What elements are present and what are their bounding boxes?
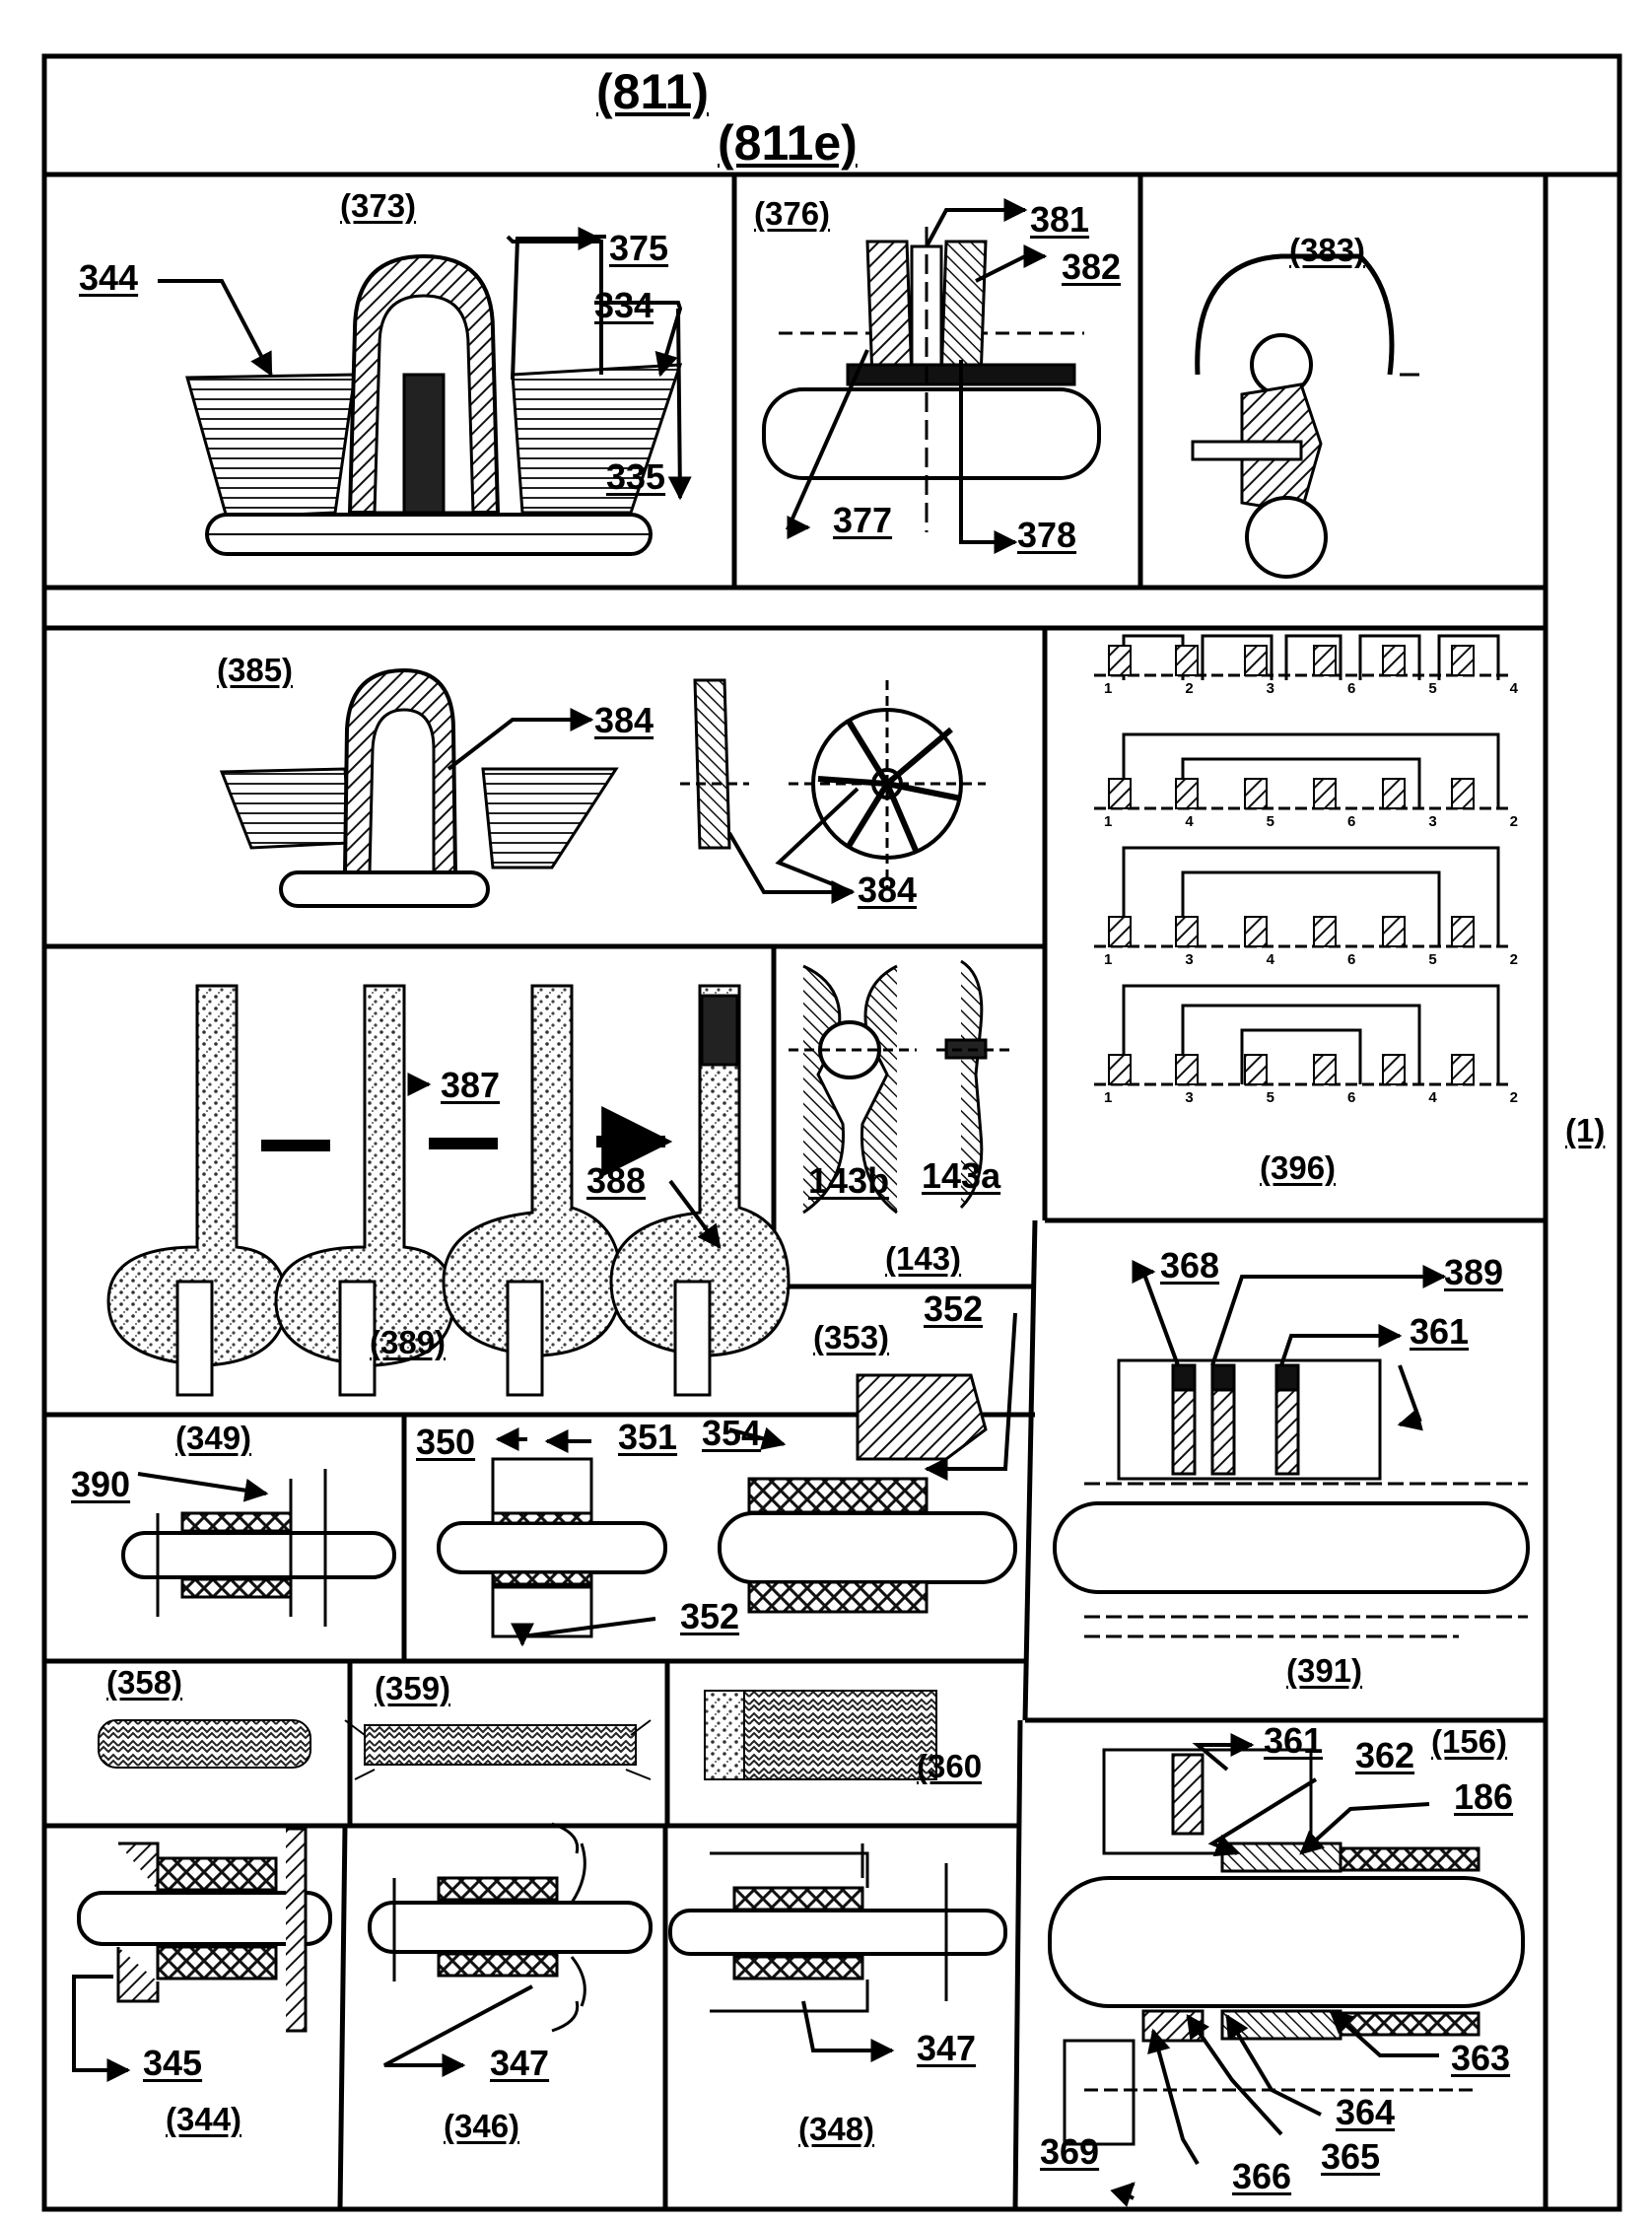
caption-396: (396) [1260,1151,1336,1184]
stage-number: 2 [1185,680,1193,697]
callout-354: 354 [702,1416,761,1451]
stage-number: 5 [1428,680,1436,697]
callout-361-a: 361 [1410,1314,1469,1350]
callout-365: 365 [1321,2139,1380,2175]
stage-number: 3 [1185,1089,1193,1106]
caption-143: (143) [885,1242,961,1275]
stage-number: 2 [1510,1089,1518,1106]
callout-381: 381 [1030,202,1089,238]
stage-number: 3 [1428,813,1436,830]
stage-number: 1 [1104,1089,1112,1106]
caption-156: (156) [1431,1725,1507,1758]
callout-387: 387 [441,1068,500,1103]
callout-377: 377 [833,503,892,538]
callout-347-a: 347 [490,2046,549,2081]
caption-373: (373) [340,189,416,222]
sheet-title-811: (811) [596,67,709,116]
callout-334: 334 [594,288,654,323]
stage-number: 5 [1267,1089,1274,1106]
stage-number: 6 [1347,951,1355,968]
stage-number: 4 [1185,813,1193,830]
callout-362: 362 [1355,1738,1414,1773]
callout-143a: 143a [922,1158,1000,1194]
caption-391: (391) [1286,1654,1362,1687]
callout-366: 366 [1232,2159,1291,2194]
caption-359: (359) [375,1672,450,1704]
stage-number: 1 [1104,813,1112,830]
stage-number: 6 [1347,680,1355,697]
stage-row-2: 1 4 5 6 3 2 [1104,813,1518,830]
callout-364: 364 [1336,2095,1395,2130]
stage-number: 4 [1267,951,1274,968]
drawing-396-staging-arrangements [1094,636,1508,1084]
drawing-156-mechanical-seal [1050,1750,1523,2144]
callout-351: 351 [618,1420,677,1455]
drawing-348-packing [670,1843,1005,2011]
callout-389: 389 [1444,1255,1503,1290]
callout-352-b: 352 [680,1599,739,1634]
caption-349: (349) [175,1422,251,1454]
caption-376: (376) [754,197,830,230]
callout-335: 335 [606,459,665,495]
callout-350: 350 [416,1425,475,1460]
stage-row-1: 1 2 3 6 5 4 [1104,680,1518,697]
callout-363: 363 [1451,2041,1510,2076]
callout-361-b: 361 [1264,1723,1323,1759]
callout-369: 369 [1040,2134,1099,2170]
caption-348: (348) [798,2113,874,2145]
stage-number: 5 [1428,951,1436,968]
drawing-391-multiple-seal [1055,1360,1528,1636]
stage-row-4: 1 3 5 6 4 2 [1104,1089,1518,1106]
caption-344: (344) [166,2103,241,2135]
caption-385: (385) [217,654,293,686]
stage-number: 2 [1510,951,1518,968]
drawing-383-volute-pump [1193,256,1419,577]
stage-number: 6 [1347,813,1355,830]
callout-388: 388 [586,1163,646,1199]
stage-number: 4 [1510,680,1518,697]
drawing-376-mechanical-seal [764,227,1099,532]
callout-368: 368 [1160,1248,1219,1284]
callout-390: 390 [71,1467,130,1502]
caption-346: (346) [444,2110,519,2142]
stage-number: 4 [1428,1089,1436,1106]
callout-344: 344 [79,260,138,296]
caption-358: (358) [106,1666,182,1699]
callout-375: 375 [609,231,668,266]
callout-378: 378 [1017,518,1076,553]
callout-186: 186 [1454,1779,1513,1815]
callout-352-a: 352 [924,1291,983,1327]
stage-number: 6 [1347,1089,1355,1106]
drawing-344-packing [79,1829,330,2031]
drawing-packing-samples [99,1691,936,1779]
callout-384-b: 384 [858,872,917,908]
callout-384-a: 384 [594,703,654,738]
stage-number: 3 [1185,951,1193,968]
stage-number: 5 [1267,813,1274,830]
stage-number: 3 [1267,680,1274,697]
callout-143b: 143b [808,1163,889,1199]
stage-number: 2 [1510,813,1518,830]
caption-383: (383) [1289,234,1365,266]
drawing-389-volute-sequence [108,986,789,1395]
caption-353: (353) [813,1321,889,1354]
callout-345: 345 [143,2046,202,2081]
side-label: (1) [1565,1114,1605,1147]
callout-347-b: 347 [917,2031,976,2066]
stage-number: 1 [1104,951,1112,968]
stage-number: 1 [1104,680,1112,697]
sheet-title-811e: (811e) [718,118,858,168]
caption-360: (360 [917,1750,982,1782]
callout-382: 382 [1062,249,1121,285]
caption-389: (389) [370,1326,446,1358]
stage-row-3: 1 3 4 6 5 2 [1104,951,1518,968]
